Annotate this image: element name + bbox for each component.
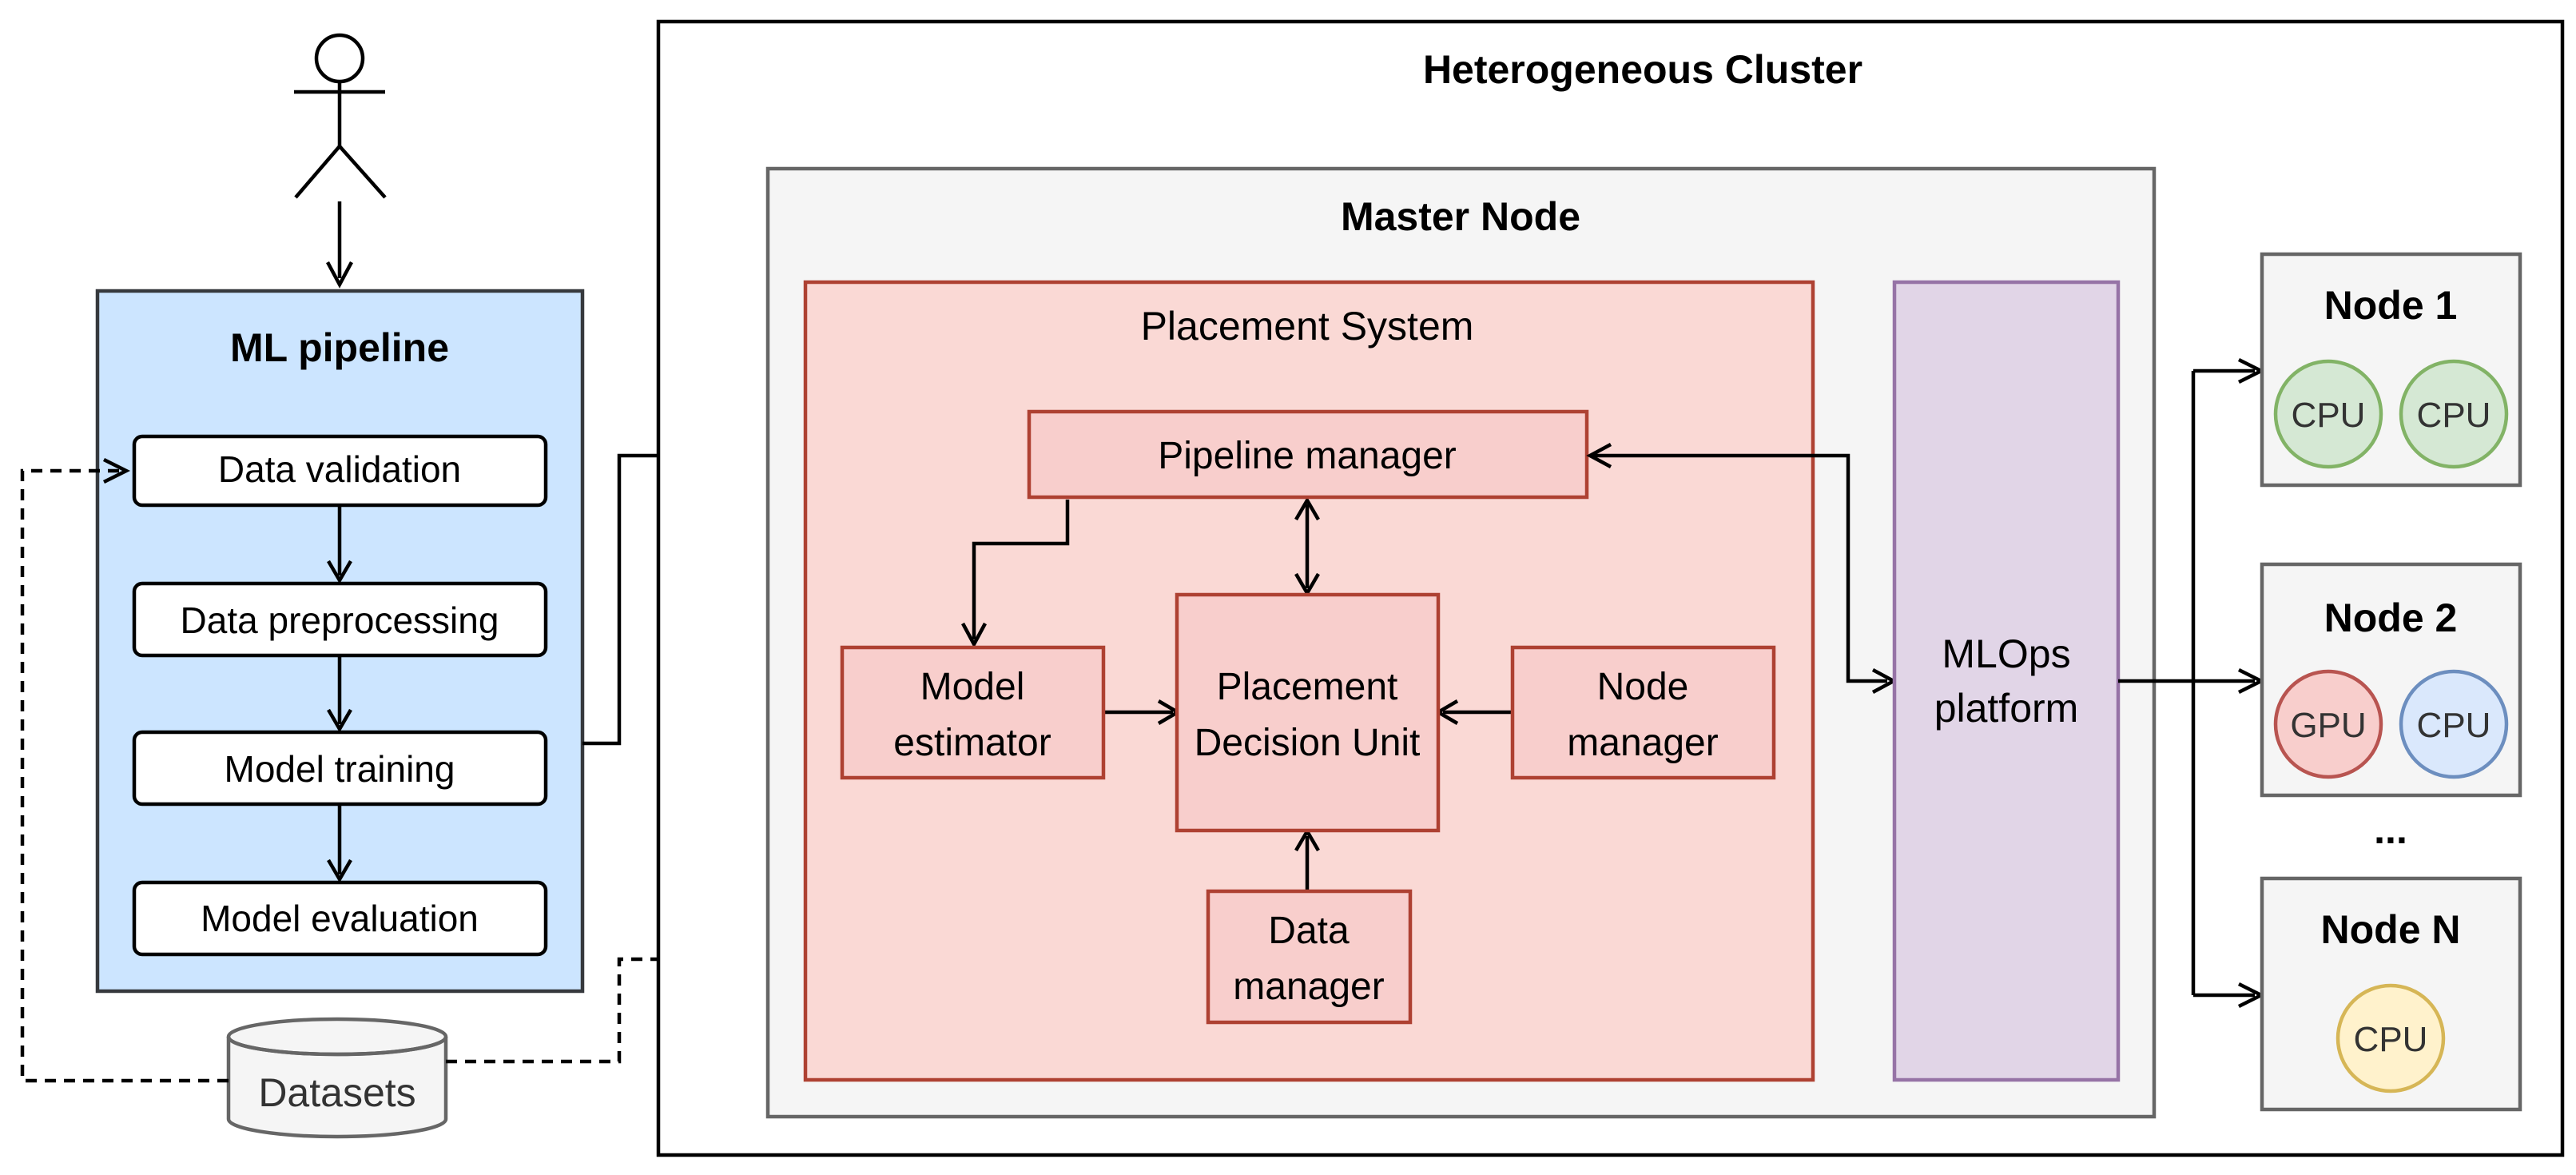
decision-unit-label-line1: Placement xyxy=(1217,666,1398,708)
placement-decision-unit-box[interactable]: Placement Decision Unit xyxy=(1175,592,1441,833)
unit-label: CPU xyxy=(2292,396,2366,435)
placement-system-title: Placement System xyxy=(1141,304,1474,349)
ml-pipeline-title: ML pipeline xyxy=(230,325,449,370)
unit-label: CPU xyxy=(2354,1020,2428,1059)
node-title: Node 1 xyxy=(2324,283,2458,328)
unit-label: CPU xyxy=(2417,396,2491,435)
node-manager-box[interactable]: Node manager xyxy=(1510,645,1776,780)
cluster-title: Heterogeneous Cluster xyxy=(1423,47,1862,92)
more-nodes-ellipsis: ... xyxy=(2374,807,2407,852)
user-actor-icon xyxy=(294,33,387,199)
model-estimator-box[interactable]: Model estimator xyxy=(840,645,1106,780)
step-model-training[interactable]: Model training xyxy=(132,730,548,807)
cpu-chip-icon: CPU xyxy=(2273,359,2383,469)
mlops-platform-box[interactable]: MLOps platform xyxy=(1892,280,2121,1082)
unit-label: CPU xyxy=(2417,706,2491,745)
datasets-to-validation-dashed-arrow xyxy=(20,457,229,1083)
datasets-label: Datasets xyxy=(258,1070,415,1115)
pipeline-manager-label: Pipeline manager xyxy=(1158,435,1457,477)
step-model-evaluation[interactable]: Model evaluation xyxy=(132,880,548,957)
step-label: Data validation xyxy=(218,448,461,490)
pipeline-manager-to-estimator-arrow xyxy=(961,500,1070,648)
step-label: Model training xyxy=(225,748,455,790)
node-title: Node 2 xyxy=(2324,595,2458,640)
mlops-label-line1: MLOps xyxy=(1942,631,2070,676)
cpu-chip-icon: CPU xyxy=(2399,359,2509,469)
data-manager-box[interactable]: Data manager xyxy=(1206,889,1413,1025)
model-estimator-label-line2: estimator xyxy=(893,722,1051,764)
step-label: Model evaluation xyxy=(201,898,479,939)
step-data-preprocessing[interactable]: Data preprocessing xyxy=(132,581,548,658)
step-data-validation[interactable]: Data validation xyxy=(132,434,548,508)
data-manager-label-line2: manager xyxy=(1233,966,1384,1008)
gpu-chip-icon: GPU xyxy=(2273,669,2383,779)
cpu-chip-icon: CPU xyxy=(2399,669,2509,779)
pipeline-step-arrows xyxy=(327,507,352,883)
decision-unit-label-line2: Decision Unit xyxy=(1195,722,1421,764)
master-node-title: Master Node xyxy=(1341,194,1580,239)
datasets-storage-icon: Datasets xyxy=(226,1017,448,1139)
unit-label: GPU xyxy=(2290,706,2366,745)
pipeline-manager-box[interactable]: Pipeline manager xyxy=(1027,409,1589,500)
step-label: Data preprocessing xyxy=(181,599,499,641)
model-estimator-label-line1: Model xyxy=(920,666,1025,708)
node-manager-label-line1: Node xyxy=(1597,666,1689,708)
node-title: Node N xyxy=(2321,907,2461,952)
node-2-box[interactable]: Node 2 GPU CPU xyxy=(2260,562,2522,798)
mlops-label-line2: platform xyxy=(1934,686,2079,731)
node-n-box[interactable]: Node N CPU xyxy=(2260,876,2522,1112)
actor-to-pipeline-arrow xyxy=(326,201,353,289)
cpu-chip-icon: CPU xyxy=(2335,983,2446,1093)
data-manager-label-line1: Data xyxy=(1268,910,1350,952)
node-manager-label-line2: manager xyxy=(1567,722,1718,764)
node-1-box[interactable]: Node 1 CPU CPU xyxy=(2260,252,2522,488)
